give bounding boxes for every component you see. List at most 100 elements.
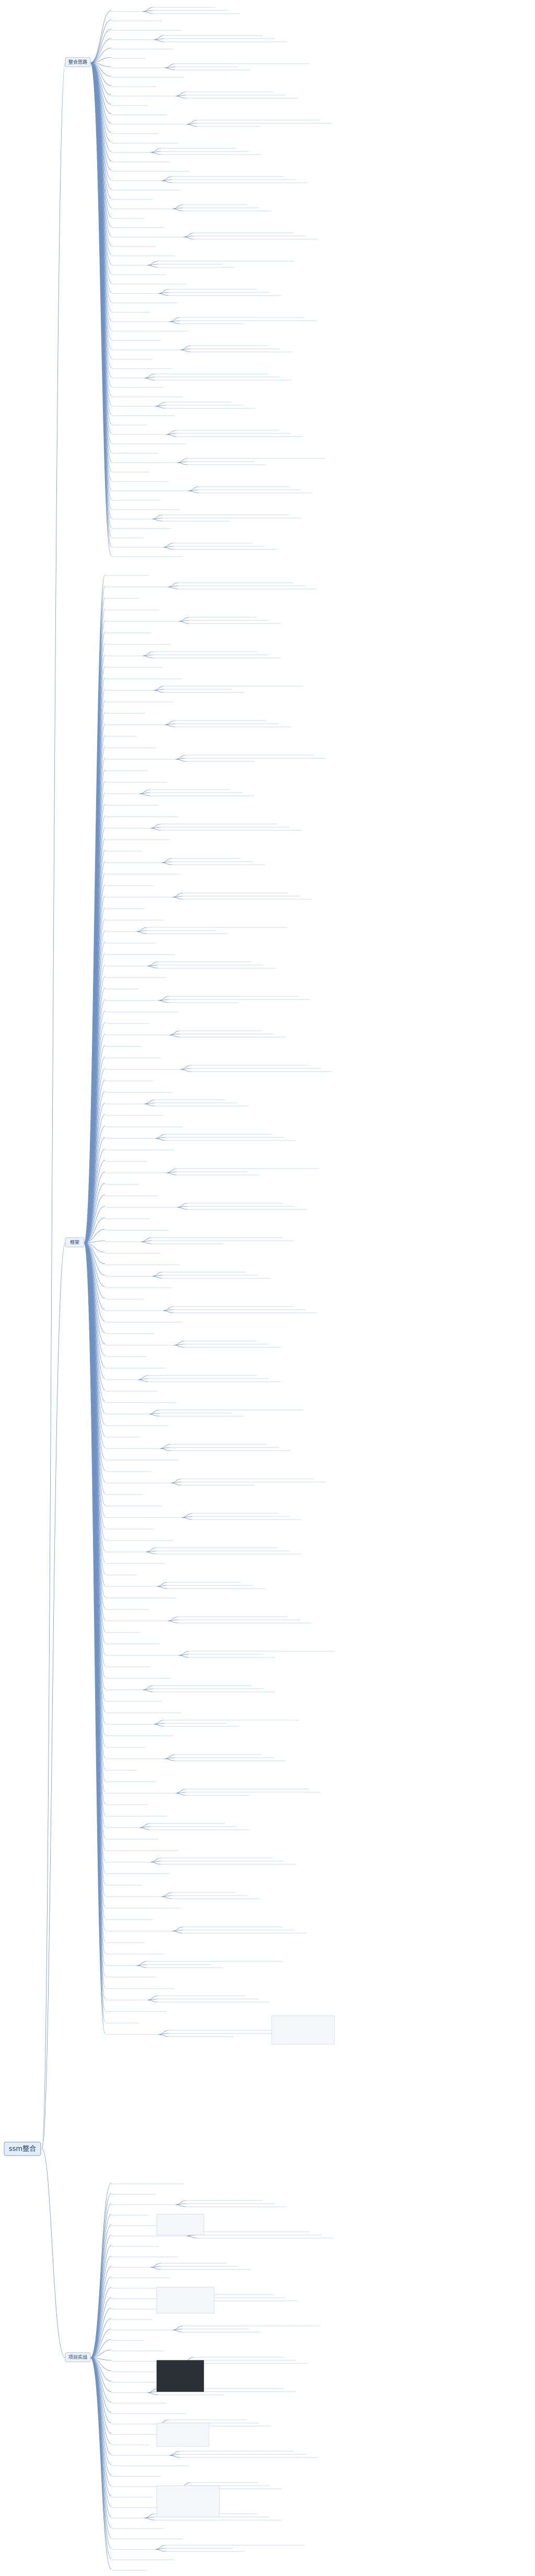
leaf-edge (161, 862, 172, 865)
leaf-edge (158, 999, 169, 1001)
leaf-edge (181, 1516, 193, 1518)
leaf-edge (161, 1895, 172, 1897)
leaf-edge (172, 1931, 183, 1934)
leaf-edge (161, 179, 172, 181)
leaf-edge (186, 2236, 197, 2239)
leaf-edge (164, 1757, 176, 1759)
leaf-edge (167, 1620, 179, 1624)
leaf-edge (152, 1275, 163, 1277)
leaf-edge (162, 546, 174, 548)
leaf-edge (183, 236, 194, 238)
leaf-edge (155, 1138, 166, 1141)
leaf-edge (159, 1447, 171, 1449)
sub-branch-edge (90, 2357, 112, 2382)
screenshot-thumbnail (156, 2422, 210, 2447)
leaf-edge (142, 655, 154, 658)
leaf-edge (164, 67, 176, 70)
sub-branch-edge (84, 1229, 106, 1243)
leaf-edge (152, 519, 163, 522)
leaf-edge (142, 10, 154, 12)
leaf-edge (150, 828, 161, 831)
leaf-edge (162, 1309, 174, 1311)
screenshot-thumbnail (156, 2485, 220, 2518)
leaf-edge (136, 930, 147, 932)
leaf-edge (183, 237, 194, 240)
leaf-edge (142, 1689, 154, 1692)
leaf-edge (155, 2549, 166, 2552)
leaf-edge (158, 2033, 169, 2035)
branch-framework[interactable]: 框架 (65, 1237, 85, 1248)
leaf-edge (155, 1137, 166, 1139)
sub-branch-edge (90, 2245, 112, 2358)
branch-integration-idea[interactable]: 整合思路 (65, 57, 91, 67)
leaf-edge (155, 406, 166, 409)
leaf-edge (159, 1448, 171, 1451)
leaf-edge (158, 2034, 169, 2037)
sub-branch-edge (90, 2357, 112, 2497)
leaf-edge (147, 2391, 158, 2393)
leaf-edge (164, 1758, 176, 1761)
leaf-edge (178, 1655, 190, 1658)
sub-branch-edge (90, 2357, 112, 2528)
sub-branch-edge (90, 48, 112, 63)
leaf-edge (137, 1379, 149, 1382)
leaf-edge (142, 654, 154, 656)
sub-branch-edge (90, 2266, 112, 2358)
sub-branch-edge (90, 2357, 112, 2559)
sub-branch-edge (90, 2339, 112, 2358)
leaf-edge (153, 38, 165, 40)
leaf-edge (150, 2266, 161, 2268)
sub-branch-edge (90, 29, 112, 63)
leaf-edge (188, 490, 199, 493)
screenshot-thumbnail (271, 2015, 335, 2045)
sub-branch-edge (90, 2214, 112, 2358)
leaf-edge (158, 292, 169, 294)
leaf-edge (172, 1930, 183, 1932)
root-edges (41, 62, 66, 2358)
leaf-edge (147, 265, 158, 268)
leaf-edge (175, 1792, 187, 1794)
leaf-edge (166, 1171, 177, 1173)
leaf-edge (155, 405, 166, 407)
sub-branch-edge (84, 1148, 106, 1243)
leaf-edge (169, 1034, 180, 1038)
leaf-edge (162, 1310, 174, 1313)
leaf-edge (164, 66, 176, 68)
leaf-edge (147, 1998, 158, 2001)
sub-branch-edge (90, 19, 112, 63)
leaf-edge (161, 180, 172, 183)
leaf-edge (155, 2548, 166, 2550)
leaf-edge (150, 152, 161, 155)
sub-branch-edge (90, 2203, 112, 2358)
leaf-edge (144, 2518, 155, 2521)
sub-branch-edge (90, 2297, 112, 2358)
leaf-edge (169, 2455, 180, 2458)
edge-root-to-project (41, 2148, 66, 2358)
leaf-edge (180, 1069, 191, 1072)
leaf-edge (147, 1999, 158, 2003)
edge-root-to-framework (41, 1242, 66, 2149)
leaf-edge (175, 2203, 187, 2205)
leaf-edge (153, 689, 165, 691)
leaf-edge (177, 462, 188, 465)
leaf-edge (172, 208, 183, 211)
sub-branch-edge (84, 1160, 106, 1243)
leaf-edge (162, 547, 174, 550)
leaf-edge (150, 1861, 161, 1863)
sub-branch-edge (90, 2308, 112, 2358)
screenshot-thumbnail (156, 2287, 215, 2314)
branch-project[interactable]: 项目实战 (65, 2352, 91, 2362)
sub-branch-edge (84, 1194, 106, 1243)
sub-branch-edge (90, 2276, 112, 2358)
root-node[interactable]: ssm整合 (4, 2142, 41, 2156)
sub-branch-edge (90, 2318, 112, 2358)
leaf-edge (175, 95, 187, 97)
sub-branch-edge (84, 1242, 106, 2034)
sub-branch-edge (84, 1206, 106, 1243)
leaf-edge (170, 1483, 182, 1486)
leaf-edge (181, 1517, 193, 1520)
leaf-edge (139, 1826, 150, 1828)
leaf-edge (144, 377, 155, 379)
branch-integration-idea-label: 整合思路 (68, 59, 87, 65)
